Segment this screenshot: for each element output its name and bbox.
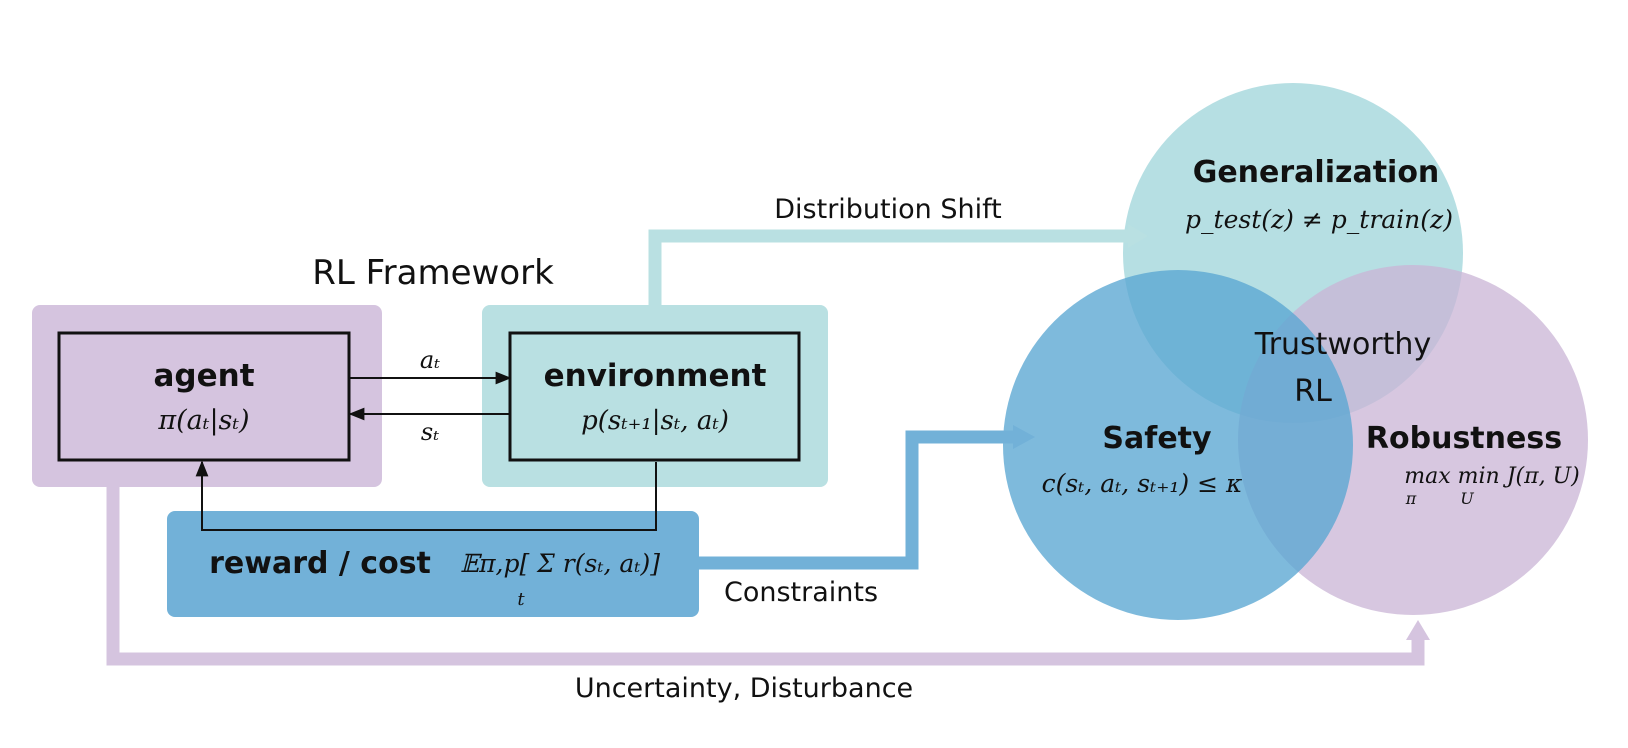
environment-formula: p(sₜ₊₁|sₜ, aₜ) <box>581 406 729 436</box>
framework-title: RL Framework <box>312 253 554 293</box>
constraints-label: Constraints <box>724 577 878 608</box>
safety-formula: c(sₜ, aₜ, sₜ₊₁) ≤ κ <box>1042 469 1243 498</box>
uncertainty-label: Uncertainty, Disturbance <box>575 673 913 704</box>
distribution-shift-label: Distribution Shift <box>774 194 1001 225</box>
robustness-formula: max min J(π, U) <box>1404 464 1579 489</box>
safety-circle <box>1003 270 1353 620</box>
generalization-formula: p_test(z) ≠ p_train(z) <box>1185 205 1453 234</box>
agent-box[interactable] <box>57 331 351 462</box>
reward-label: reward / cost <box>209 546 431 581</box>
trustworthy-label: Trustworthy <box>1254 327 1431 362</box>
action-label: aₜ <box>420 346 440 374</box>
state-label: sₜ <box>421 418 439 446</box>
reward-panel[interactable] <box>167 511 699 617</box>
robustness-label: Robustness <box>1366 421 1562 456</box>
safety-label: Safety <box>1102 421 1212 456</box>
distribution-shift-arrowhead <box>1128 224 1148 248</box>
constraints-arrowhead <box>1013 425 1035 449</box>
robustness-min-sub: U <box>1460 489 1474 508</box>
reward-feedback-arrow <box>195 460 657 531</box>
reward-sum-index: t <box>517 589 525 610</box>
uncertainty-arrow <box>106 480 1425 666</box>
generalization-label: Generalization <box>1193 155 1440 190</box>
rl-label: RL <box>1294 374 1332 409</box>
distribution-shift-arrow <box>648 229 1128 305</box>
agent-label: agent <box>153 358 254 394</box>
uncertainty-arrowhead <box>1406 620 1430 640</box>
environment-label: environment <box>544 358 767 394</box>
environment-box[interactable] <box>508 331 801 462</box>
agent-formula: π(aₜ|sₜ) <box>157 405 249 436</box>
robustness-max-sub: π <box>1405 489 1417 508</box>
reward-formula: 𝔼π,p[ Σ r(sₜ, aₜ)] <box>460 549 660 578</box>
constraints-arrow <box>697 430 1015 570</box>
